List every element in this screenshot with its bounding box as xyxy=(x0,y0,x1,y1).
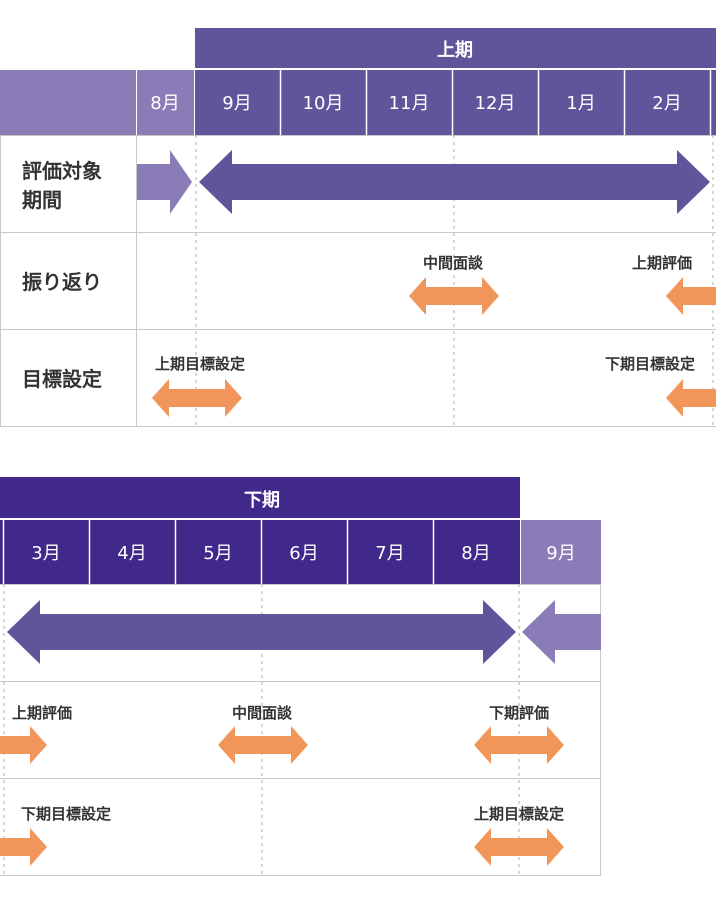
bottom-eval-arrow-light xyxy=(522,600,601,664)
bottom-review-midterm-label: 中間面談 xyxy=(232,704,293,722)
bottom-month-cell-sep xyxy=(521,520,601,584)
bottom-month-label: 8月 xyxy=(461,543,490,564)
bottom-month-label: 4月 xyxy=(117,543,146,564)
bottom-goal-second-half-arrow xyxy=(0,828,47,866)
top-eval-arrow-light xyxy=(137,150,192,214)
top-period-header xyxy=(195,28,716,68)
top-month-label: 2月 xyxy=(652,93,681,114)
top-review-first-half-eval-arrow xyxy=(666,277,716,315)
top-goal-first-half-arrow xyxy=(152,379,242,417)
top-eval-arrow-main xyxy=(199,150,710,214)
top-month-cells xyxy=(195,70,716,135)
top-month-label: 10月 xyxy=(303,93,344,114)
bottom-review-first-half-eval-label: 上期評価 xyxy=(12,704,72,722)
top-month-label: 9月 xyxy=(222,93,251,114)
row-label-goal-setting: 目標設定 xyxy=(22,367,102,391)
row-label-review: 振り返り xyxy=(22,270,102,294)
row-label-evaluation-period: 評価対象 xyxy=(22,159,102,183)
bottom-review-second-half-eval-arrow xyxy=(474,726,564,764)
bottom-month-label: 5月 xyxy=(203,543,232,564)
bottom-month-dividers xyxy=(2,520,435,584)
top-month-label: 11月 xyxy=(389,93,430,114)
bottom-month-label: 9月 xyxy=(546,543,575,564)
bottom-grid xyxy=(0,584,601,876)
top-month-cell-aug xyxy=(137,70,194,135)
top-review-midterm-label: 中間面談 xyxy=(423,254,484,272)
top-review-first-half-eval-label: 上期評価 xyxy=(632,254,692,272)
bottom-month-label: 7月 xyxy=(375,543,404,564)
bottom-review-first-half-eval-arrow xyxy=(0,726,47,764)
top-label-header-cell xyxy=(0,70,136,135)
top-month-label: 8月 xyxy=(150,93,179,114)
bottom-month-label: 3月 xyxy=(31,543,60,564)
top-table: 上期 8月 9月 10月 11月 12月 1月 2月 xyxy=(0,28,716,427)
bottom-month-cells xyxy=(0,520,520,584)
bottom-review-second-half-eval-label: 下期評価 xyxy=(489,704,549,722)
top-month-label: 12月 xyxy=(475,93,516,114)
bottom-goal-second-half-label: 下期目標設定 xyxy=(21,805,111,823)
top-period-title: 上期 xyxy=(437,40,473,61)
top-goal-second-half-arrow xyxy=(666,379,716,417)
bottom-eval-arrow-main xyxy=(7,600,516,664)
row-label-evaluation-period-2: 期間 xyxy=(22,188,62,212)
bottom-goal-first-half-arrow xyxy=(474,828,564,866)
bottom-period-header xyxy=(0,477,520,518)
top-goal-second-half-label: 下期目標設定 xyxy=(605,355,695,373)
top-month-label: 1月 xyxy=(566,93,595,114)
bottom-period-title: 下期 xyxy=(244,490,280,511)
bottom-review-midterm-arrow xyxy=(218,726,308,764)
top-grid xyxy=(0,135,716,427)
bottom-table: 下期 3月 4月 5月 6月 7月 8月 9月 xyxy=(0,477,601,876)
top-goal-first-half-label: 上期目標設定 xyxy=(155,355,245,373)
top-review-midterm-arrow xyxy=(409,277,499,315)
bottom-goal-first-half-label: 上期目標設定 xyxy=(474,805,564,823)
top-month-dividers xyxy=(279,70,712,135)
bottom-month-label: 6月 xyxy=(289,543,318,564)
